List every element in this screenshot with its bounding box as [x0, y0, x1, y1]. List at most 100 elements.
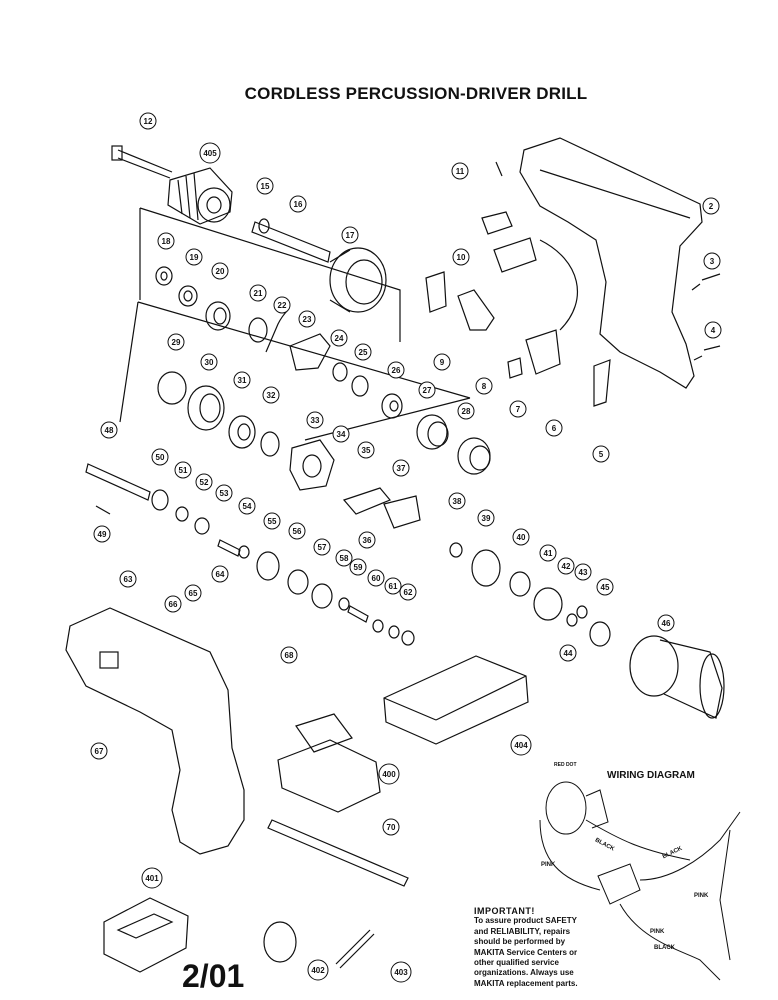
part-callout-circle	[200, 353, 218, 371]
wire-label-pink: PINK	[650, 929, 665, 935]
part-number-label: 35	[362, 446, 371, 455]
important-line: MAKITA replacement parts.	[474, 978, 578, 988]
bearing-31	[228, 415, 256, 449]
part-callout-circle	[151, 448, 169, 466]
part-callout-circle	[448, 492, 466, 510]
part-callout-circle	[90, 742, 108, 760]
part-callout-circle	[211, 565, 229, 583]
part-callout-circle	[139, 112, 157, 130]
part-callout-circle	[164, 595, 182, 613]
assembly-boundary-upper	[139, 207, 401, 342]
ring-gear-part	[329, 247, 387, 313]
red-dot-label: RED DOT	[554, 762, 577, 768]
part-callout-circle	[100, 421, 118, 439]
gear-32	[260, 431, 280, 457]
part-number-label: 24	[335, 334, 344, 343]
washer-25	[351, 375, 369, 397]
part-number-label: 65	[189, 589, 198, 598]
part-callout-circle	[592, 445, 610, 463]
wire-label-pink: PINK	[694, 893, 709, 899]
part-callout-circle	[215, 484, 233, 502]
part-number-label: 44	[564, 649, 573, 658]
part-number-label: 17	[346, 231, 355, 240]
important-line: and RELIABILITY, repairs	[474, 926, 571, 936]
part-callout-circle	[477, 509, 495, 527]
shaft-part	[85, 463, 151, 515]
part-403	[335, 929, 375, 969]
bolt-part	[111, 145, 173, 179]
part-callout-circle	[418, 381, 436, 399]
drill-housing-part	[65, 607, 245, 855]
washer-19	[178, 285, 198, 307]
part-number-label: 61	[389, 582, 398, 591]
part-callout-circle	[332, 425, 350, 443]
part-number-label: 51	[179, 466, 188, 475]
part-number-label: 30	[205, 358, 214, 367]
part-number-label: 15	[261, 182, 270, 191]
part-number-label: 7	[516, 405, 521, 414]
part-number-label: 38	[453, 497, 462, 506]
part-number-label: 403	[394, 968, 408, 977]
carry-case-part	[383, 655, 529, 745]
part-number-label: 36	[363, 536, 372, 545]
part-callout-circle	[367, 569, 385, 587]
part-number-label: 29	[172, 338, 181, 347]
part-number-label: 16	[294, 200, 303, 209]
part-callout-circle	[249, 284, 267, 302]
part-callout-circle	[703, 252, 721, 270]
washer-24	[332, 362, 348, 382]
important-line: To assure product SAFETY	[474, 916, 577, 926]
part-callout-circle	[289, 195, 307, 213]
part-callout-circle	[185, 248, 203, 266]
part-number-label: 43	[579, 568, 588, 577]
part-number-label: 402	[311, 966, 325, 975]
part-number-label: 62	[404, 588, 413, 597]
wiring-diagram-title: WIRING DIAGRAM	[607, 770, 695, 781]
part-callout-circle	[509, 400, 527, 418]
part-number-label: 3	[710, 257, 715, 266]
part-number-label: 2	[709, 202, 714, 211]
part-number-label: 58	[340, 554, 349, 563]
part-number-label: 32	[267, 391, 276, 400]
part-number-label: 56	[293, 527, 302, 536]
part-number-label: 31	[238, 376, 247, 385]
part-number-label: 54	[243, 502, 252, 511]
part-number-label: 41	[544, 549, 553, 558]
part-number-label: 12	[144, 117, 153, 126]
clip-21	[248, 317, 268, 343]
part-number-label: 57	[318, 543, 327, 552]
part-number-label: 18	[162, 237, 171, 246]
part-number-label: 34	[337, 430, 346, 439]
part-callout-circle	[298, 310, 316, 328]
part-number-label: 20	[216, 267, 225, 276]
part-callout-circle	[390, 961, 412, 983]
washer-18	[155, 266, 173, 286]
part-callout-circle	[307, 959, 329, 981]
part-callout-circle	[539, 544, 557, 562]
part-number-label: 70	[387, 823, 396, 832]
part-number-label: 68	[285, 651, 294, 660]
part-number-label: 27	[423, 386, 432, 395]
part-callout-circle	[184, 584, 202, 602]
important-line: organizations. Always use	[474, 968, 574, 978]
chuck-part	[167, 167, 233, 225]
part-callout-circle	[399, 583, 417, 601]
part-callout-circle	[330, 329, 348, 347]
part-callout-circle	[387, 361, 405, 379]
gear-30	[187, 385, 225, 431]
important-line: MAKITA Service Centers or	[474, 947, 578, 957]
part-callout-circle	[704, 321, 722, 339]
part-number-label: 23	[303, 315, 312, 324]
part-number-label: 39	[482, 514, 491, 523]
part-callout-circle	[357, 441, 375, 459]
part-number-label: 52	[200, 478, 209, 487]
part-number-label: 67	[95, 747, 104, 756]
part-number-label: 10	[457, 253, 466, 262]
part-callout-circle	[545, 419, 563, 437]
part-callout-circle	[306, 411, 324, 429]
part-number-label: 405	[203, 149, 217, 158]
part-callout-circle	[167, 333, 185, 351]
part-number-label: 21	[254, 289, 263, 298]
assembly-boundary-lower	[119, 301, 471, 441]
wire-label-pink: PINK	[541, 862, 556, 868]
